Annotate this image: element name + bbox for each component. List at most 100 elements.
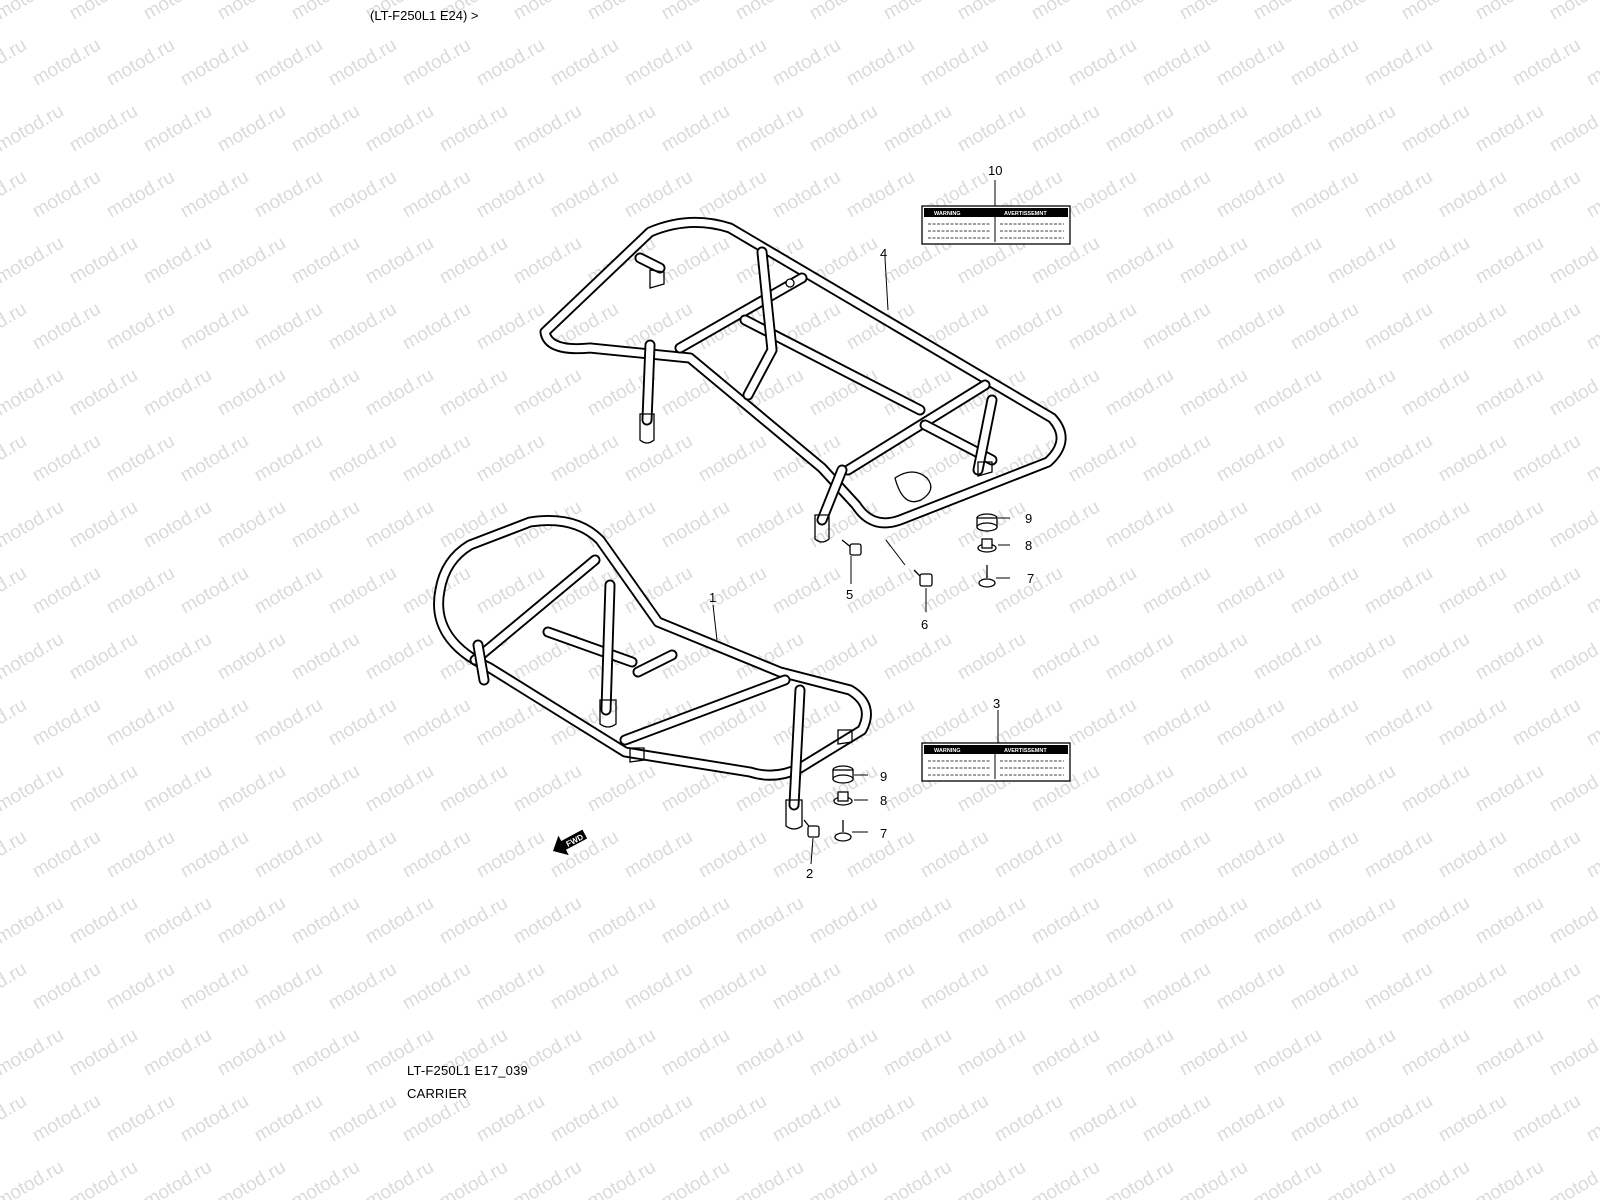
watermark-text: motod.ru [695, 431, 770, 487]
watermark-text: motod.ru [1139, 827, 1214, 883]
watermark-text: motod.ru [177, 299, 252, 355]
watermark-text: motod.ru [1250, 497, 1325, 553]
watermark-text: motod.ru [1472, 0, 1547, 24]
watermark-text: motod.ru [0, 893, 67, 949]
watermark-text: motod.ru [732, 1157, 807, 1200]
model-reference: (LT-F250L1 E24) > [370, 8, 479, 23]
watermark-text: motod.ru [1583, 827, 1600, 883]
watermark-text: motod.ru [917, 695, 992, 751]
watermark-text: motod.ru [1028, 1157, 1103, 1200]
watermark-text: motod.ru [1546, 365, 1600, 421]
watermark-text: motod.ru [584, 497, 659, 553]
watermark-text: motod.ru [658, 365, 733, 421]
watermark-text: motod.ru [251, 827, 326, 883]
watermark-text: motod.ru [1139, 35, 1214, 91]
watermark-text: motod.ru [880, 1157, 955, 1200]
watermark-text: motod.ru [362, 761, 437, 817]
watermark-text: motod.ru [288, 1025, 363, 1081]
watermark-text: motod.ru [1546, 497, 1600, 553]
watermark-text: motod.ru [621, 827, 696, 883]
watermark-text: motod.ru [1065, 695, 1140, 751]
watermark-text: motod.ru [1398, 629, 1473, 685]
callout-10: 10 [988, 163, 1002, 178]
watermark-text: motod.ru [658, 101, 733, 157]
watermark-text: motod.ru [288, 893, 363, 949]
watermark-text: motod.ru [1398, 0, 1473, 24]
watermark-text: motod.ru [1509, 695, 1584, 751]
watermark-text: motod.ru [29, 959, 104, 1015]
watermark-text: motod.ru [1472, 1025, 1547, 1081]
watermark-text: motod.ru [177, 827, 252, 883]
watermark-text: motod.ru [1435, 167, 1510, 223]
watermark-text: motod.ru [991, 1091, 1066, 1147]
watermark-text: motod.ru [917, 35, 992, 91]
watermark-text: motod.ru [843, 563, 918, 619]
watermark-text: motod.ru [1435, 959, 1510, 1015]
watermark-text: motod.ru [325, 827, 400, 883]
callout-9-rear: 9 [1025, 511, 1032, 526]
watermark-text: motod.ru [547, 431, 622, 487]
watermark-text: motod.ru [473, 959, 548, 1015]
watermark-text: motod.ru [1361, 35, 1436, 91]
watermark-text: motod.ru [1398, 365, 1473, 421]
watermark-text: motod.ru [1361, 695, 1436, 751]
watermark-text: motod.ru [1472, 893, 1547, 949]
watermark-text: motod.ru [103, 35, 178, 91]
watermark-text: motod.ru [1546, 233, 1600, 289]
watermark-text: motod.ru [1435, 695, 1510, 751]
watermark-text: motod.ru [0, 563, 30, 619]
watermark-text: motod.ru [214, 893, 289, 949]
watermark-text: motod.ru [1102, 629, 1177, 685]
watermark-text: motod.ru [325, 167, 400, 223]
watermark-text: motod.ru [288, 101, 363, 157]
watermark-text: motod.ru [1102, 893, 1177, 949]
watermark-text: motod.ru [1102, 1025, 1177, 1081]
watermark-text: motod.ru [177, 959, 252, 1015]
watermark-text: motod.ru [843, 695, 918, 751]
watermark-text: motod.ru [1102, 0, 1177, 24]
watermark-text: motod.ru [66, 233, 141, 289]
watermark-text: motod.ru [214, 0, 289, 24]
watermark-text: motod.ru [1472, 233, 1547, 289]
watermark-text: motod.ru [880, 101, 955, 157]
watermark-text: motod.ru [695, 35, 770, 91]
watermark-text: motod.ru [214, 497, 289, 553]
watermark-text: motod.ru [1287, 563, 1362, 619]
watermark-text: motod.ru [806, 0, 881, 24]
watermark-text: motod.ru [399, 35, 474, 91]
watermark-text: motod.ru [1324, 893, 1399, 949]
watermark-text: motod.ru [29, 695, 104, 751]
watermark-text: motod.ru [695, 1091, 770, 1147]
watermark-text: motod.ru [1102, 761, 1177, 817]
watermark-text: motod.ru [1546, 0, 1600, 24]
figure-title: CARRIER [407, 1086, 467, 1101]
watermark-text: motod.ru [621, 167, 696, 223]
watermark-text: motod.ru [1213, 35, 1288, 91]
watermark-text: motod.ru [584, 893, 659, 949]
watermark-text: motod.ru [1324, 497, 1399, 553]
watermark-text: motod.ru [1583, 35, 1600, 91]
watermark-text: motod.ru [621, 1091, 696, 1147]
watermark-text: motod.ru [325, 959, 400, 1015]
watermark-text: motod.ru [288, 0, 363, 24]
watermark-text: motod.ru [103, 1091, 178, 1147]
watermark-text: motod.ru [769, 959, 844, 1015]
watermark-text: motod.ru [1176, 233, 1251, 289]
watermark-text: motod.ru [1583, 959, 1600, 1015]
watermark-text: motod.ru [1546, 893, 1600, 949]
watermark-text: motod.ru [140, 0, 215, 24]
watermark-text: motod.ru [0, 695, 30, 751]
watermark-text: motod.ru [66, 497, 141, 553]
watermark-text: motod.ru [1398, 1157, 1473, 1200]
watermark-text: motod.ru [1472, 101, 1547, 157]
watermark-text: motod.ru [66, 0, 141, 24]
watermark-text: motod.ru [288, 1157, 363, 1200]
watermark-text: motod.ru [1361, 1091, 1436, 1147]
callout-8-front: 8 [880, 793, 887, 808]
watermark-text: motod.ru [0, 497, 67, 553]
watermark-text: motod.ru [362, 1157, 437, 1200]
watermark-text: motod.ru [1509, 431, 1584, 487]
figure-code: LT-F250L1 E17_039 [407, 1063, 528, 1078]
